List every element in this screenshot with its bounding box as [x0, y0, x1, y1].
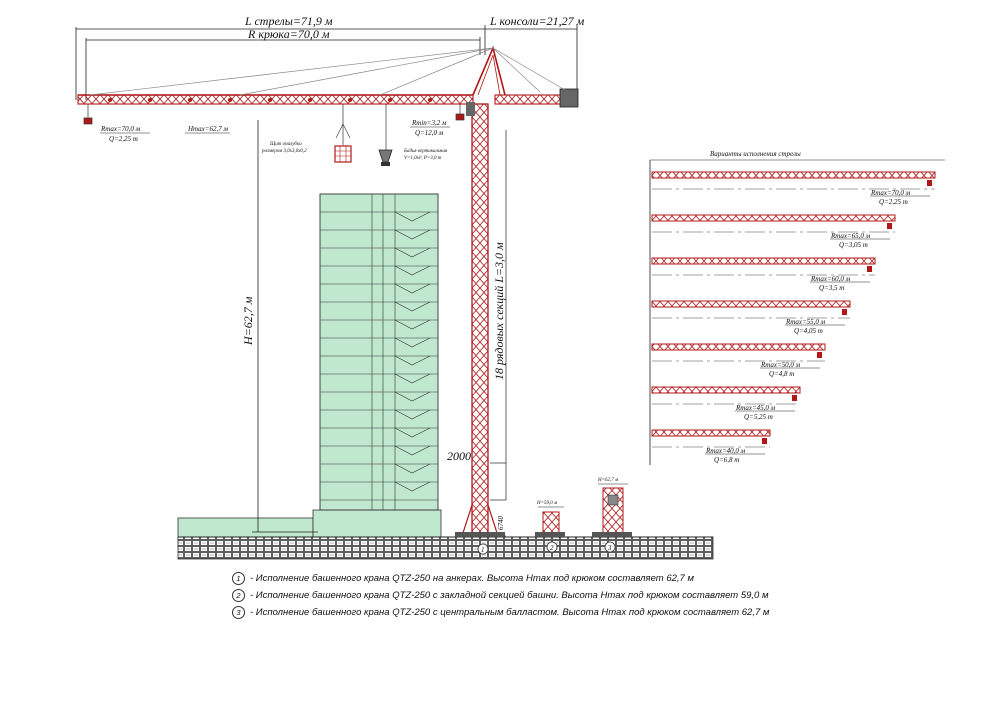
boom-rmax: Rmax=70,0 м: [100, 125, 141, 133]
jib-variant-hook: [842, 309, 847, 315]
legend-row-2: 2 - Исполнение башенного крана QTZ-250 с…: [232, 587, 792, 604]
jib-variant-hook: [867, 266, 872, 272]
jib-variants-title: Варианты исполнения стрелы: [710, 150, 801, 158]
variant-2-height: H=59,0 м: [536, 501, 558, 506]
jib-variant-q: Q=2,25 т: [879, 198, 908, 206]
variant-marker-2: 2: [550, 544, 554, 552]
jib-variant-hook: [762, 438, 767, 444]
variant-marker-3: 3: [607, 544, 612, 552]
variant-3-height: H=62,7 м: [597, 478, 619, 483]
jib-variant-5: Rmax=50,0 мQ=4,8 т: [651, 343, 826, 378]
top-dimensions: [75, 25, 578, 100]
jib-variant-q: Q=6,8 т: [714, 456, 739, 464]
boom-qmin: Q=12,0 м: [415, 129, 444, 137]
legend-row-1: 1 - Исполнение башенного крана QTZ-250 н…: [232, 570, 792, 587]
jib-variant-boom: [651, 429, 771, 437]
height-label: H=62,7 м: [241, 296, 255, 346]
legend-number: 2: [232, 589, 245, 602]
bucket-label-2: V=1,0м³, Р=3,0 т: [404, 155, 442, 161]
jib-variant-1: Rmax=70,0 мQ=2,25 т: [651, 171, 936, 206]
legend-text: - Исполнение башенного крана QTZ-250 с ц…: [250, 607, 770, 618]
boom-rmin: Rmin=3,2 м: [411, 119, 447, 127]
jib-variant-boom: [651, 171, 936, 179]
dim-6740: 6740: [497, 516, 505, 531]
console-length-label: L консоли=21,27 м: [489, 14, 585, 28]
main-boom: [77, 45, 579, 150]
jib-variant-hook: [887, 223, 892, 229]
legend-number: 3: [232, 606, 245, 619]
counterweight: [559, 88, 579, 108]
legend-text: - Исполнение башенного крана QTZ-250 с з…: [250, 590, 769, 601]
jib-variant-rmax: Rmax=40,0 м: [705, 447, 746, 455]
dim-2000: 2000: [447, 449, 471, 463]
boom-length-label: L стрелы=71,9 м: [244, 14, 333, 28]
jib-variant-rmax: Rmax=65,0 м: [830, 232, 871, 240]
legend-row-3: 3 - Исполнение башенного крана QTZ-250 с…: [232, 604, 792, 621]
variant-3-tower: [598, 483, 628, 538]
jib-variant-rmax: Rmax=50,0 м: [760, 361, 801, 369]
jib-variant-3: Rmax=60,0 мQ=3,5 т: [651, 257, 876, 292]
variant-markers: [477, 541, 616, 555]
legend-number: 1: [232, 572, 245, 585]
jib-variant-boom: [651, 300, 851, 308]
jib-variant-boom: [651, 343, 826, 351]
jib-variant-6: Rmax=45,0 мQ=5,25 т: [651, 386, 801, 421]
boom-q: Q=2,25 т: [109, 135, 138, 143]
jib-variant-boom: [651, 214, 896, 222]
ground: [177, 536, 714, 560]
jib-variant-rmax: Rmax=70,0 м: [870, 189, 911, 197]
jib-variant-rmax: Rmax=60,0 м: [810, 275, 851, 283]
building: [177, 193, 442, 549]
jib-variant-q: Q=3,05 т: [839, 241, 868, 249]
jib-variant-q: Q=5,25 т: [744, 413, 773, 421]
legend-text: - Исполнение башенного крана QTZ-250 на …: [250, 573, 694, 584]
formwork-shield: [334, 123, 352, 163]
jib-variant-rmax: Rmax=55,0 м: [785, 318, 826, 326]
concrete-bucket: [378, 149, 393, 166]
jib-variant-hook: [817, 352, 822, 358]
jib-variant-2: Rmax=65,0 мQ=3,05 т: [651, 214, 896, 249]
jib-variant-boom: [651, 257, 876, 265]
jib-variant-hook: [792, 395, 797, 401]
legend: 1 - Исполнение башенного крана QTZ-250 н…: [232, 570, 792, 621]
jib-variant-7: Rmax=40,0 мQ=6,8 т: [651, 429, 771, 464]
jib-variant-4: Rmax=55,0 мQ=4,05 т: [651, 300, 851, 335]
hook-radius-label: R крюка=70,0 м: [247, 27, 330, 41]
tower-sections-label: 18 рядовых секций L=3,0 м: [492, 242, 506, 380]
boom-hmax: Hmax=62,7 м: [187, 125, 228, 133]
variant-marker-1: 1: [481, 546, 485, 554]
shield-label-2: размером 3,0х3,0х0,2: [261, 149, 307, 154]
jib-variant-q: Q=3,5 т: [819, 284, 844, 292]
bucket-label-1: Бадья вертикальная: [403, 149, 448, 154]
jib-variant-hook: [927, 180, 932, 186]
jib-variant-q: Q=4,8 т: [769, 370, 794, 378]
jib-variant-rmax: Rmax=45,0 м: [735, 404, 776, 412]
shield-label-1: Щит опалубки: [269, 142, 302, 147]
jib-variant-boom: [651, 386, 801, 394]
jib-variant-q: Q=4,05 т: [794, 327, 823, 335]
